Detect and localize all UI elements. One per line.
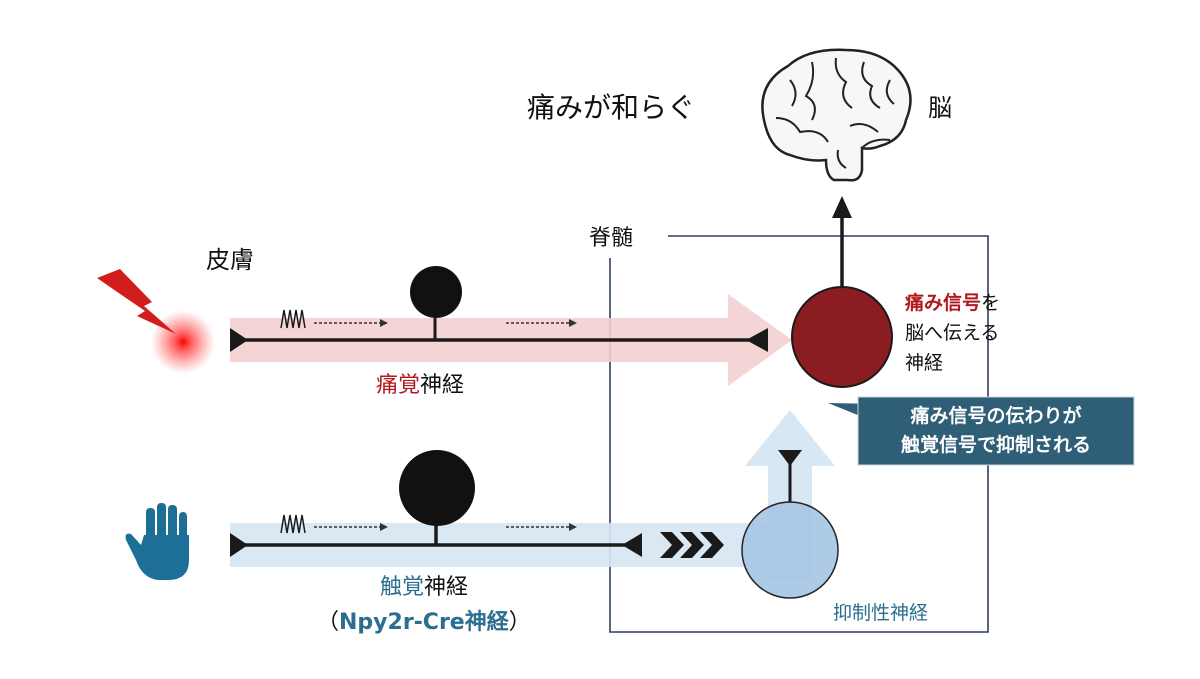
spinal-cord-box bbox=[609, 235, 989, 633]
pain-neuron-body bbox=[410, 266, 462, 318]
touch-nerve-label-colored: 触覚 bbox=[380, 575, 425, 600]
projection-line-1-rest: を bbox=[981, 292, 1001, 314]
pain-nerve-label: 痛覚神経 bbox=[376, 367, 464, 399]
hand-icon bbox=[125, 503, 189, 580]
inhibitory-neuron-label: 抑制性神経 bbox=[833, 602, 929, 624]
projection-neuron-label: 痛み信号を 脳へ伝える 神経 bbox=[905, 288, 1000, 378]
paren-open: （ bbox=[317, 610, 340, 635]
touch-nerve-label: 触覚神経 bbox=[380, 569, 468, 601]
signal-arrowhead bbox=[569, 319, 577, 327]
touch-axon-start bbox=[230, 533, 248, 557]
touch-nerve-label-rest: 神経 bbox=[424, 575, 469, 600]
pain-axon-terminal bbox=[746, 328, 768, 352]
touch-neuron-body bbox=[399, 450, 475, 526]
lightning-icon bbox=[97, 269, 176, 334]
projection-line-3: 神経 bbox=[905, 352, 944, 374]
inhibitory-neuron bbox=[741, 501, 839, 599]
signal-arrowhead bbox=[380, 523, 388, 531]
npy2r-cre-rest: 神経 bbox=[464, 610, 509, 635]
pain-stimulus-glow bbox=[151, 310, 215, 374]
brain-icon bbox=[761, 48, 912, 182]
npy2r-cre-name: Npy2r-Cre bbox=[339, 610, 465, 635]
spike-train-icon bbox=[280, 309, 306, 329]
spinal-cord-label: 脊髄 bbox=[589, 226, 634, 251]
callout-line-2: 触覚信号で抑制される bbox=[900, 434, 1091, 456]
callout-text: 痛み信号の伝わりが 触覚信号で抑制される bbox=[858, 402, 1134, 460]
pain-nerve-label-rest: 神経 bbox=[420, 373, 465, 398]
touch-axon-terminal bbox=[622, 533, 642, 557]
pain-axon-start bbox=[230, 328, 248, 352]
skin-label: 皮膚 bbox=[206, 246, 254, 274]
projection-line-2: 脳へ伝える bbox=[905, 322, 1000, 344]
callout-line-1: 痛み信号の伝わりが bbox=[910, 405, 1082, 427]
chevrons-icon bbox=[660, 532, 724, 558]
spike-train-icon bbox=[280, 514, 306, 534]
paren-close: ） bbox=[508, 610, 531, 635]
projection-line-1-colored: 痛み信号 bbox=[905, 292, 982, 314]
pain-nerve-label-colored: 痛覚 bbox=[376, 373, 421, 398]
pain-relief-label: 痛みが和らぐ bbox=[527, 91, 696, 124]
projection-neuron bbox=[791, 286, 893, 388]
callout-box bbox=[857, 396, 1135, 466]
inhibitory-terminal bbox=[778, 450, 802, 466]
signal-arrowhead bbox=[380, 319, 388, 327]
projection-arrowhead bbox=[832, 196, 852, 218]
brain-label: 脳 bbox=[928, 94, 952, 122]
npy2r-cre-label: （Npy2r-Cre神経） bbox=[317, 604, 531, 636]
signal-arrowhead bbox=[569, 523, 577, 531]
projection-line-1: 痛み信号を bbox=[905, 288, 1000, 318]
